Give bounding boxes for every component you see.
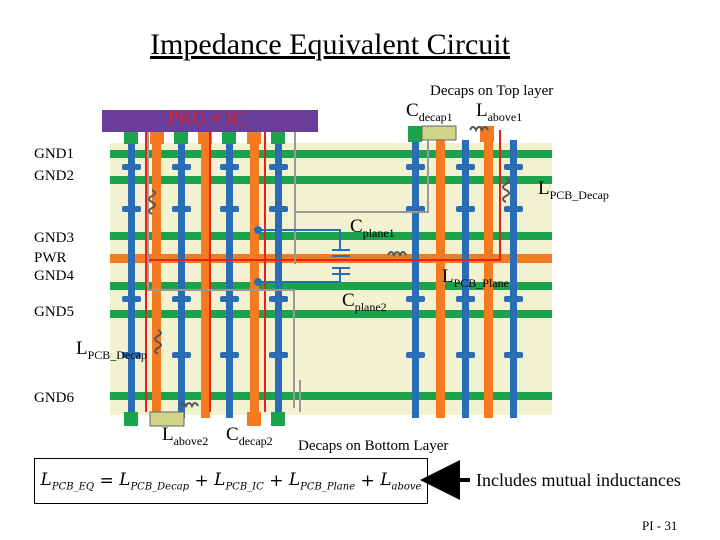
- layer-gnd5: GND5: [34, 304, 74, 320]
- layer-gnd3: GND3: [34, 230, 74, 246]
- label-lpcb-plane: LPCB_Plane: [442, 266, 509, 290]
- gnd6-plane: [110, 392, 552, 400]
- layer-gnd2: GND2: [34, 168, 74, 184]
- layer-gnd4: GND4: [34, 268, 74, 284]
- gnd1-plane: [110, 150, 552, 158]
- inductor-coils: [148, 126, 510, 409]
- label-cdecap2: Cdecap2: [226, 424, 273, 448]
- formula-term: LPCB_Decap: [119, 469, 190, 493]
- formula-plus: +: [360, 471, 375, 491]
- bottom-decaps-caption: Decaps on Bottom Layer: [298, 438, 449, 454]
- formula-plus: +: [269, 471, 284, 491]
- vias-decap: [412, 140, 517, 418]
- pwr-plane: [110, 254, 552, 263]
- label-lpcb-decap-left: LPCB_Decap: [76, 338, 147, 362]
- top-decaps-caption: Decaps on Top layer: [430, 83, 554, 99]
- label-labove1: Labove1: [476, 100, 523, 124]
- package-balls: [124, 132, 285, 144]
- formula-term: Labove: [380, 469, 422, 493]
- formula-term: LPCB_Plane: [288, 469, 356, 493]
- vias-package: [128, 140, 282, 418]
- slide-number: PI - 31: [642, 518, 678, 533]
- layer-gnd6: GND6: [34, 390, 74, 406]
- current-loop: [145, 130, 501, 412]
- gnd3-plane: [110, 232, 552, 240]
- layer-pwr: PWR: [34, 250, 67, 266]
- gnd-planes: [110, 150, 552, 400]
- formula-box: LPCB_EQ = LPCB_Decap + LPCB_IC + LPCB_Pl…: [34, 458, 428, 504]
- page-title: Impedance Equivalent Circuit: [150, 28, 510, 61]
- top-decap: [408, 125, 494, 142]
- label-cplane2: Cplane2: [342, 290, 387, 314]
- bottom-decap: [124, 411, 285, 427]
- formula-term: LPCB_IC: [214, 469, 264, 493]
- via-pads: [122, 164, 523, 358]
- label-cdecap1: Cdecap1: [406, 100, 453, 124]
- gnd4-plane: [110, 282, 552, 290]
- label-lpcb-decap-right: LPCB_Decap: [538, 178, 609, 202]
- gnd2-plane: [110, 176, 552, 184]
- formula-equals: =: [99, 471, 114, 491]
- package: [102, 110, 318, 132]
- pkg-label: PKG + IC: [168, 108, 246, 129]
- label-cplane1: Cplane1: [350, 216, 395, 240]
- formula-plus: +: [194, 471, 209, 491]
- formula-lhs: LPCB_EQ: [40, 469, 95, 493]
- gnd5-plane: [110, 310, 552, 318]
- plane-capacitors: [254, 226, 350, 286]
- mutual-inductance-note: Includes mutual inductances: [476, 470, 681, 490]
- label-labove2: Labove2: [162, 424, 209, 448]
- layer-gnd1: GND1: [34, 146, 74, 162]
